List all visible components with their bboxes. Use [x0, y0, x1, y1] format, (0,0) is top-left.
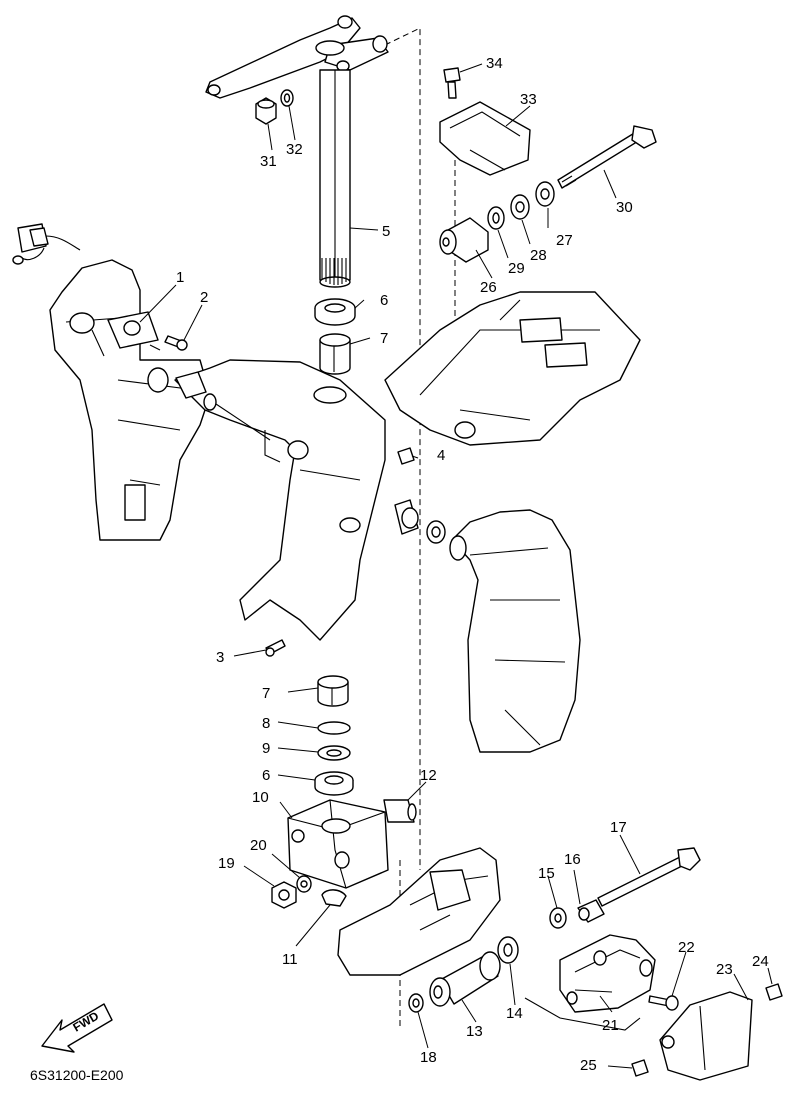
callout-21: 21: [602, 1017, 619, 1034]
callout-7-top: 7: [380, 330, 388, 347]
mount-bracket-21: [559, 934, 656, 1013]
callout-31: 31: [260, 153, 277, 170]
lower-mount-bracket-10: [287, 799, 389, 889]
washer-20: [296, 875, 312, 893]
callout-27: 27: [556, 232, 573, 249]
callout-6-top: 6: [380, 292, 388, 309]
washer-18: [408, 993, 424, 1013]
callout-11: 11: [282, 951, 298, 968]
washer-29: [487, 206, 505, 230]
clamp-bracket-left: [49, 259, 211, 541]
trim-sensor-connector: [12, 223, 81, 265]
callout-18: 18: [420, 1049, 437, 1066]
callout-6-bottom: 6: [262, 767, 270, 784]
steering-arm: [205, 15, 389, 99]
washer-14: [497, 936, 519, 964]
callout-26: 26: [480, 279, 497, 296]
callout-2: 2: [200, 289, 208, 306]
upper-mount-bracket: [384, 291, 641, 446]
callout-28: 28: [530, 247, 547, 264]
callout-30: 30: [616, 199, 633, 216]
callout-labels: 1 2 3 4 5 6 7 7 8 9 6 10 11 12 13 14 15 …: [176, 55, 769, 1074]
callout-29: 29: [508, 260, 525, 277]
callout-8: 8: [262, 715, 270, 732]
bolt-17: [597, 847, 701, 907]
bushing-6-top: [314, 298, 356, 326]
callout-25: 25: [580, 1057, 597, 1074]
callout-33: 33: [520, 91, 537, 108]
callout-10: 10: [252, 789, 269, 806]
washer-28: [510, 194, 530, 220]
washer-27: [535, 181, 555, 207]
nut-31: [255, 97, 277, 125]
swivel-bracket: [174, 359, 386, 641]
grease-nipple-3: [265, 639, 286, 657]
clip-11: [321, 889, 347, 907]
washer-32: [280, 89, 294, 107]
callout-17: 17: [610, 819, 627, 836]
callout-22: 22: [678, 939, 695, 956]
callout-5: 5: [382, 223, 390, 240]
grommet-12: [383, 799, 417, 823]
screw-2: [164, 335, 188, 351]
callout-32: 32: [286, 141, 303, 158]
bracket-21-base: [524, 997, 641, 1031]
callout-19: 19: [218, 855, 235, 872]
callout-3: 3: [216, 649, 224, 666]
callout-9: 9: [262, 740, 270, 757]
leader-lines: [139, 63, 773, 1069]
callout-20: 20: [250, 837, 267, 854]
mount-cover-33: [439, 101, 531, 176]
o-ring-8: [317, 721, 351, 735]
cover-plate-23: [659, 991, 753, 1081]
collar-16: [577, 899, 605, 923]
lower-bracket-housing: [337, 847, 501, 976]
washer-15: [549, 907, 567, 929]
callout-16: 16: [564, 851, 581, 868]
clamp-bracket-right: [449, 509, 581, 753]
nut-19: [271, 881, 297, 909]
screw-25: [631, 1059, 649, 1077]
bushing-7-top: [319, 333, 351, 375]
grease-nipple-4: [397, 447, 415, 465]
callout-23: 23: [716, 961, 733, 978]
tilt-bushing: [394, 499, 446, 544]
bolt-34: [443, 67, 461, 99]
callout-1: 1: [176, 269, 184, 286]
steering-shaft-5: [319, 69, 351, 288]
callout-4: 4: [437, 447, 445, 464]
bolt-22: [648, 995, 679, 1011]
bushing-7-bottom: [317, 675, 349, 707]
callout-7-bottom: 7: [262, 685, 270, 702]
callout-14: 14: [506, 1005, 523, 1022]
callout-34: 34: [486, 55, 503, 72]
cap-24: [765, 983, 783, 1001]
washer-9: [317, 745, 351, 761]
diagram-code: 6S31200-E200: [30, 1067, 124, 1083]
mount-damper-26: [439, 217, 489, 263]
trim-sensor-1: [107, 311, 161, 351]
fwd-arrow-icon: FWD: [41, 1003, 113, 1053]
callout-15: 15: [538, 865, 555, 882]
callout-12: 12: [420, 767, 437, 784]
bolt-30: [557, 125, 657, 189]
bushing-6-bottom: [314, 771, 354, 796]
mount-damper-13: [429, 951, 501, 1007]
callout-13: 13: [466, 1023, 483, 1040]
callout-24: 24: [752, 953, 769, 970]
